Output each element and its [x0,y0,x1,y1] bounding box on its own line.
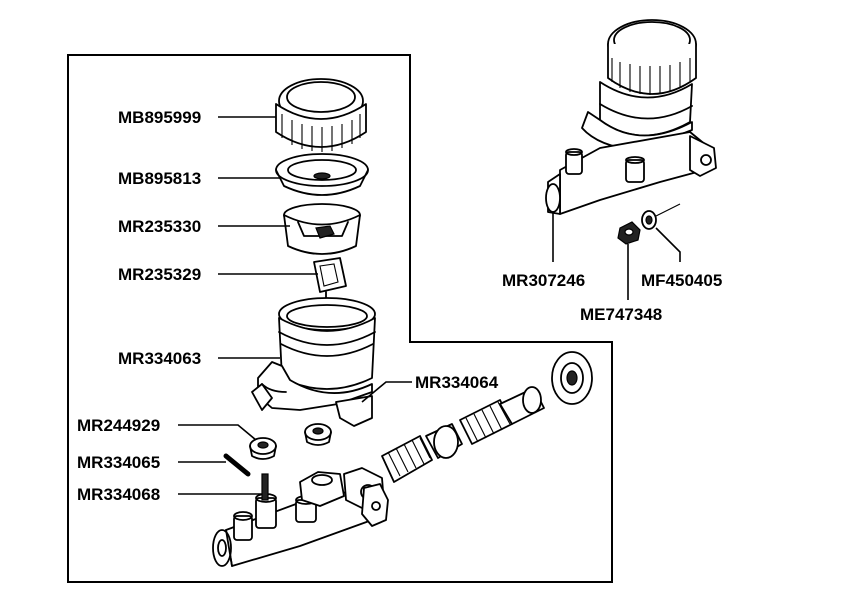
label-mr334068: MR334068 [77,485,160,504]
nut-and-washer [617,203,681,245]
label-mb895813: MB895813 [118,169,201,188]
piston-spring-assembly [381,351,593,483]
label-mr334063: MR334063 [118,349,201,368]
label-mr307246: MR307246 [502,271,585,290]
label-mb895999: MB895999 [118,108,201,127]
reservoir-strainer [283,203,361,255]
label-mr334064: MR334064 [415,373,499,392]
reservoir-grommets [249,423,332,460]
label-mr235329: MR235329 [118,265,201,284]
spring-pin [223,453,251,477]
fluid-reservoir [251,297,376,427]
float-plate [313,257,347,301]
label-mr235330: MR235330 [118,217,201,236]
part-labels: MB895999 MB895813 MR235330 MR235329 MR33… [77,108,722,504]
assembled-master-cylinder [545,19,717,215]
cap-gasket [275,153,369,196]
label-mr334065: MR334065 [77,453,160,472]
label-mr244929: MR244929 [77,416,160,435]
leader-lines [178,116,681,495]
master-cylinder-body [212,467,389,567]
label-mf450405: MF450405 [641,271,722,290]
reservoir-cap [275,78,367,152]
exploded-view-frame [67,54,613,583]
label-me747348: ME747348 [580,305,662,324]
